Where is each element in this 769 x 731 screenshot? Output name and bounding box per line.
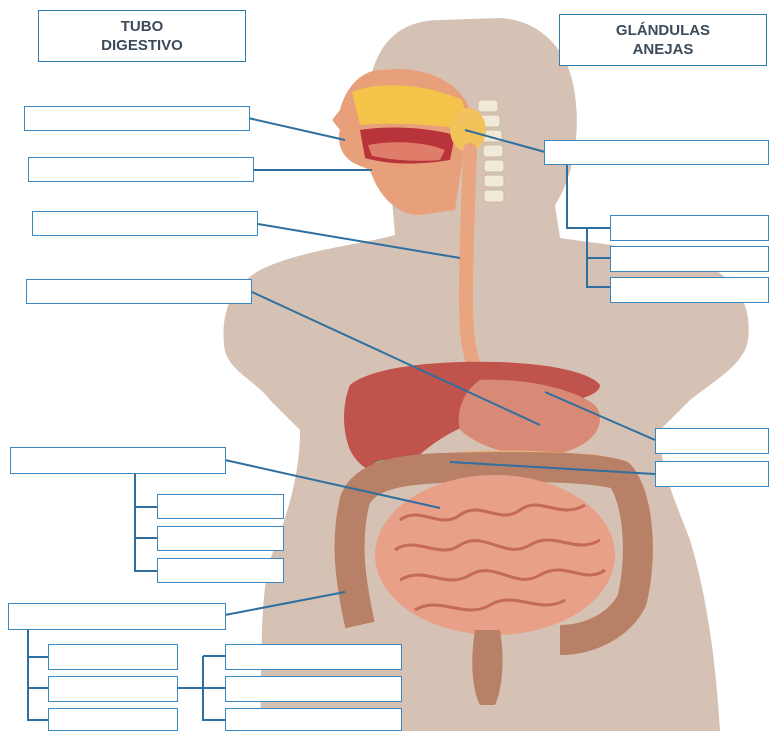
label-box-liver[interactable]	[655, 428, 769, 454]
label-box-colon-part-1[interactable]	[225, 644, 402, 670]
glandulas-header-line2: ANEJAS	[616, 40, 710, 59]
tubo-header-line2: DIGESTIVO	[101, 36, 183, 55]
label-box-colon-part-3[interactable]	[225, 708, 402, 731]
label-box-stomach[interactable]	[26, 279, 252, 304]
label-box-large-intestine[interactable]	[8, 603, 226, 630]
label-box-large-intestine-part-1[interactable]	[48, 644, 178, 670]
glandulas-header-line1: GLÁNDULAS	[616, 21, 710, 40]
label-box-pancreas[interactable]	[655, 461, 769, 487]
label-box-small-intestine-part-1[interactable]	[157, 494, 284, 519]
label-box-mouth[interactable]	[24, 106, 250, 131]
rectum	[472, 630, 502, 705]
label-box-pharynx[interactable]	[28, 157, 254, 182]
glandulas-anejas-header: GLÁNDULAS ANEJAS	[559, 14, 767, 66]
label-box-small-intestine-part-2[interactable]	[157, 526, 284, 551]
small-intestine	[375, 475, 615, 635]
tubo-digestivo-header: TUBO DIGESTIVO	[38, 10, 246, 62]
label-box-small-intestine-part-3[interactable]	[157, 558, 284, 583]
tubo-header-line1: TUBO	[101, 17, 183, 36]
label-box-salivary-gland-1[interactable]	[610, 215, 769, 241]
label-box-colon-part-2[interactable]	[225, 676, 402, 702]
label-box-salivary-gland-2[interactable]	[610, 246, 769, 272]
label-box-large-intestine-part-3[interactable]	[48, 708, 178, 731]
label-box-large-intestine-part-2[interactable]	[48, 676, 178, 702]
label-box-salivary-glands[interactable]	[544, 140, 769, 165]
label-box-salivary-gland-3[interactable]	[610, 277, 769, 303]
label-box-small-intestine[interactable]	[10, 447, 226, 474]
label-box-esophagus[interactable]	[32, 211, 258, 236]
